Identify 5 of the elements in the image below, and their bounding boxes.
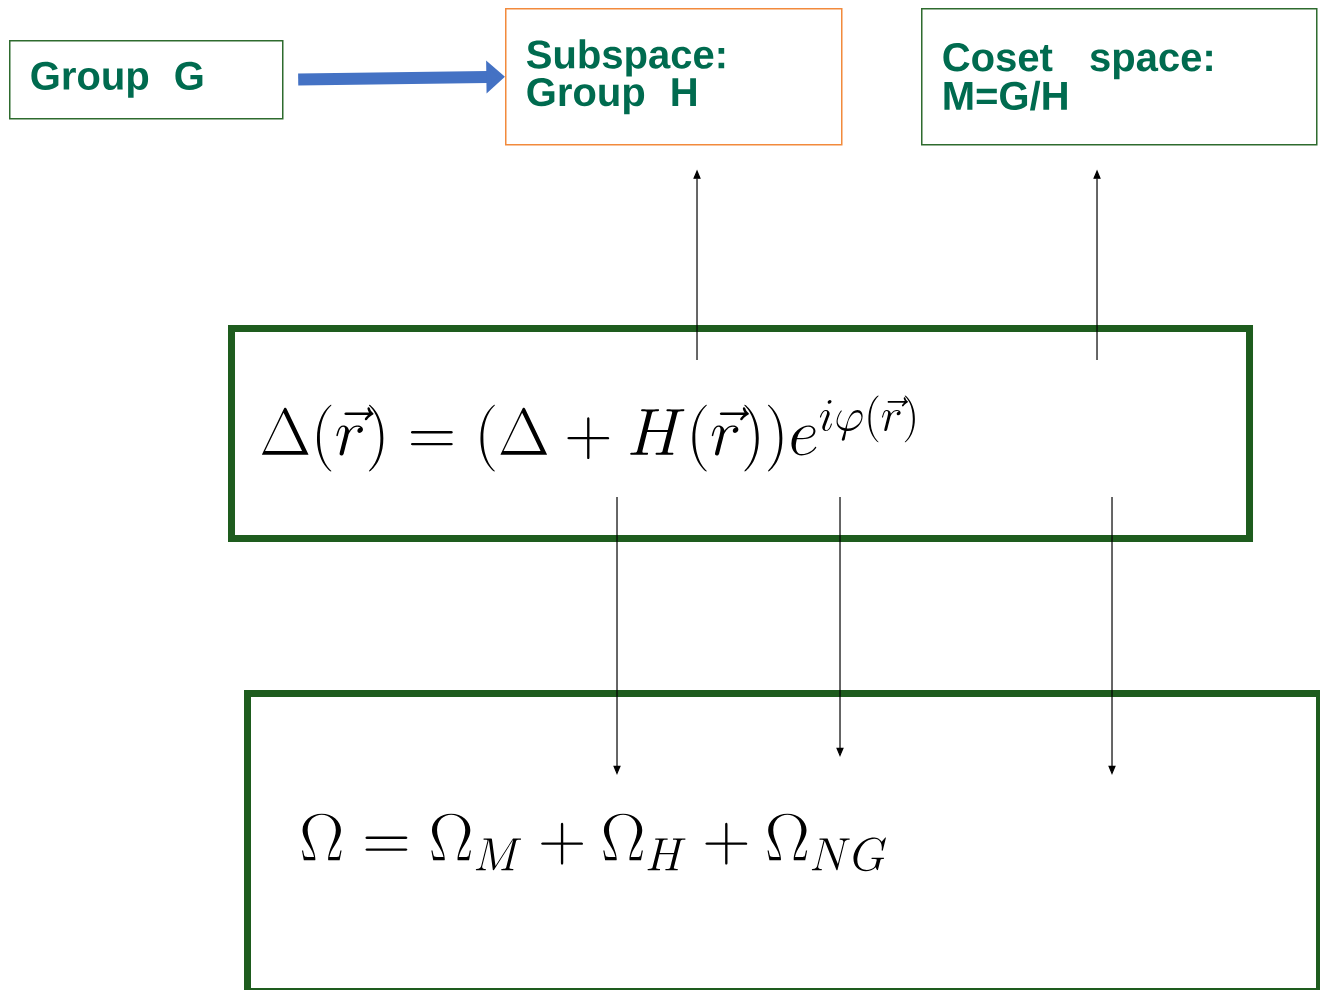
formula-box: $\Delta(\vec{r}) = \big(\Delta + H(\vec{r})\big)e^{i\varphi(\vec{r})}$ — [228, 325, 1253, 542]
label-box: Coset space: M=G/H — [921, 8, 1318, 146]
formula-box: $\Omega = \Omega_M + \Omega_H + \Omega_{NG}$ — [244, 690, 1320, 990]
label-box: Subspace: Group H — [505, 8, 843, 146]
label-box: Group G — [9, 40, 284, 120]
